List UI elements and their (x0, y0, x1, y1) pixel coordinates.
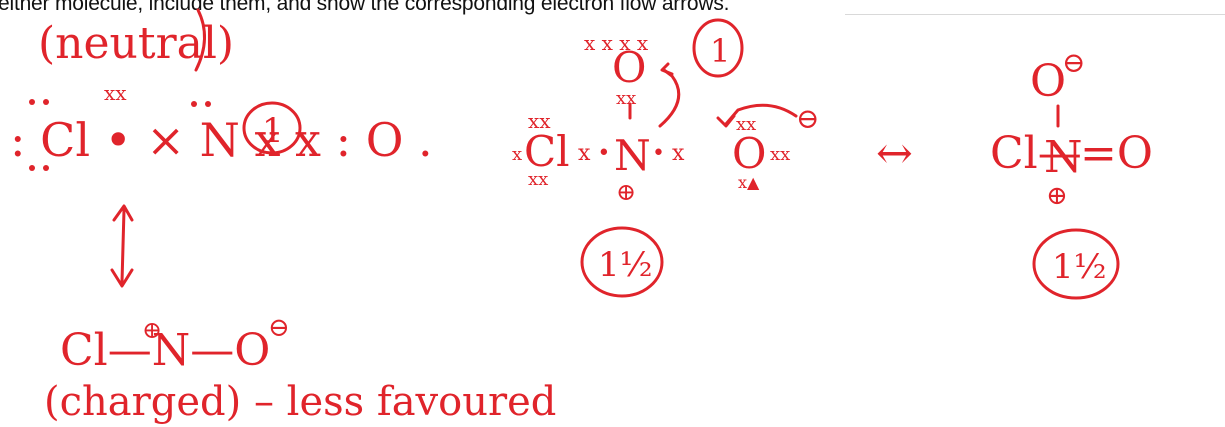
structure-2: x x x x O xx 1 xx Cl x xx x • N ⊕ • x xx… (512, 18, 819, 298)
score-4: 1½ (1052, 247, 1107, 287)
arrow-head-2 (716, 114, 736, 128)
lone-pair-dot (205, 101, 211, 107)
n-lone-pair-crosses: xx (104, 81, 127, 105)
cl-lone-pair-left: x (512, 144, 522, 165)
n-o-electrons: • x (652, 141, 685, 166)
structure-3-n-charge: ⊕ (1046, 181, 1068, 211)
resonance-arrow: ↔ (876, 128, 913, 179)
question-text: either molecule, include them, and show … (0, 0, 730, 15)
arrow-head-1 (660, 62, 674, 76)
arrow-head-up (112, 204, 134, 222)
o-lone-pair-bottom: xx (616, 88, 636, 109)
score-circle-3 (580, 226, 664, 298)
structure-1-formula: : Cl • × N x x : O . (10, 113, 433, 167)
lone-pair-dot (43, 99, 49, 105)
structure-1: (neutral) : Cl • × N x x : O . xx 1 (10, 8, 433, 288)
score-3: 1½ (598, 245, 653, 285)
header-rule (845, 14, 1225, 15)
lone-pair-dot (29, 165, 35, 171)
structure-4-o-charge: ⊖ (268, 313, 290, 343)
structure-4: Cl—N—O ⊕ ⊖ (charged) – less favoured (44, 313, 556, 425)
curved-arrow-1 (658, 68, 681, 128)
score-1: 1 (262, 111, 284, 151)
structure-2-n: N (614, 131, 651, 180)
cl-n-electrons: x • (578, 141, 610, 166)
score-circle-4 (1032, 228, 1120, 300)
score-circle-1 (242, 101, 302, 155)
cl-lone-pair-top: xx (528, 109, 551, 133)
structure-2-cl: Cl (524, 127, 570, 176)
o-lone-pair-top-2: xx (736, 114, 756, 135)
resonance-arrow-vertical (120, 208, 126, 284)
o-lone-pair-top: x x x x (584, 31, 649, 55)
structure-3-left: Cl— (990, 128, 1082, 179)
o-lone-pair-right: xx (770, 144, 790, 165)
structure-3-right: =O (1080, 128, 1153, 179)
structure-2-o-charge: ⊖ (796, 102, 819, 135)
structure-3-o-top: O (1030, 56, 1066, 107)
curved-arrow-2 (724, 103, 798, 126)
score-circle-2 (692, 18, 744, 78)
structure-2-o-right: O (732, 129, 766, 178)
structure-3-o-charge: ⊖ (1062, 46, 1085, 79)
structure-3-n: N (1044, 132, 1083, 183)
o-lone-pair-bottom-2: x▲ (738, 173, 760, 192)
lone-pair-dot (29, 99, 35, 105)
structure-2-o-top: O (612, 43, 646, 92)
arrow-head-down (110, 268, 134, 288)
lone-pair-dot (191, 101, 197, 107)
cl-lone-pair-bottom: xx (528, 169, 548, 190)
structure-2-n-charge: ⊕ (616, 178, 636, 206)
structure-4-n-charge: ⊕ (142, 316, 162, 344)
lone-pair-dot (43, 165, 49, 171)
structure-4-note: (charged) – less favoured (44, 379, 556, 425)
structure-3: O ⊖ Cl— N =O ⊕ 1½ (990, 46, 1153, 300)
neutral-paren-overstroke (194, 8, 207, 72)
structure-4-formula: Cl—N—O (60, 325, 270, 376)
score-2: 1 (710, 32, 730, 70)
